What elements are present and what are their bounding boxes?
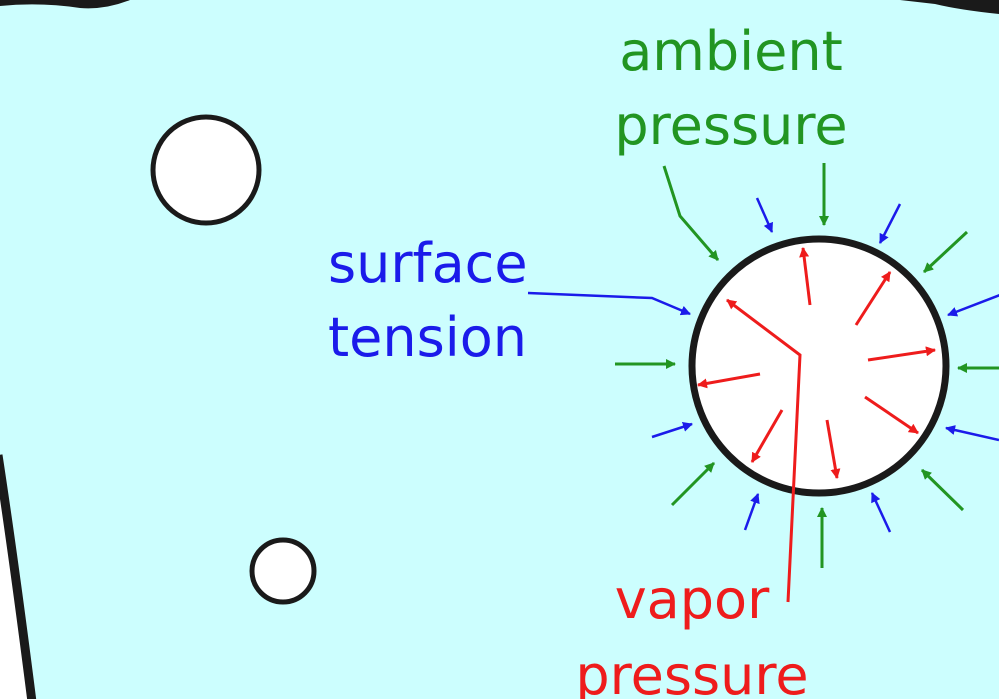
surface-arrow [947, 294, 999, 317]
vapor-arrow [799, 247, 812, 306]
vapor-arrow [750, 409, 784, 463]
vapor-arrow [854, 271, 892, 326]
surface-arrow [743, 493, 760, 531]
ambient-arrows [615, 163, 999, 568]
ambient-arrow [670, 461, 716, 507]
vapor-pointer [726, 298, 802, 603]
vapor-arrow [867, 346, 936, 362]
surface-arrow [755, 197, 774, 233]
surface-arrow [651, 422, 693, 439]
ambient-pressure-label-line1: ambient [619, 20, 843, 83]
ambient-pressure-label-line2: pressure [614, 94, 847, 157]
ambient-pointer [662, 165, 720, 261]
surface-arrow [878, 203, 902, 244]
surface-tension-label-line1: surface [328, 232, 528, 295]
surface-pointer [527, 291, 691, 316]
vapor-pressure-label-line1: vapor [615, 568, 770, 631]
surface-arrow [870, 492, 892, 533]
vapor-arrow [864, 395, 919, 435]
surface-tension-label-line2: tension [328, 306, 527, 369]
liquid-surface [0, 0, 999, 14]
vapor-arrows [697, 247, 936, 603]
vapor-pressure-label-line2: pressure [575, 644, 808, 699]
ambient-arrow [922, 230, 969, 274]
small-bubble-lower [249, 537, 317, 605]
vapor-arrow [825, 419, 841, 479]
container-wall [0, 454, 37, 699]
main-bubble [688, 235, 950, 497]
surface-arrows [527, 197, 999, 533]
surface-arrow [945, 425, 999, 442]
vapor-arrow [697, 372, 761, 389]
small-bubble-upper [150, 114, 262, 226]
ambient-arrow [920, 468, 965, 512]
